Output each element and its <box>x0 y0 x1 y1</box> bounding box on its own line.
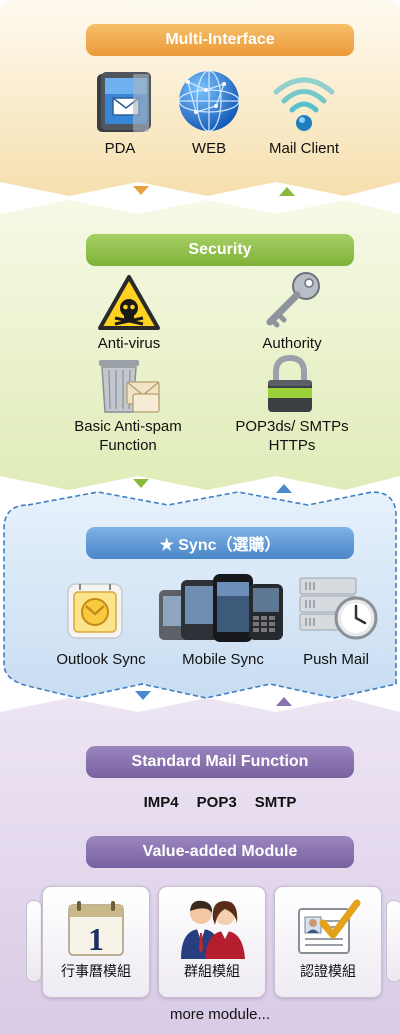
calendar-icon: 1 <box>68 901 124 957</box>
sync-title: ★ Sync（選購） <box>86 527 354 559</box>
mail-client-label: Mail Client <box>268 140 340 157</box>
secure-protocols-label: POP3ds/ SMTPs HTTPs <box>214 417 370 455</box>
scroll-edge-left <box>26 900 42 982</box>
key-icon <box>266 272 320 328</box>
certificate-module-label: 認證模組 <box>300 963 356 979</box>
anti-virus-label: Anti-virus <box>97 335 161 352</box>
pda-icon <box>97 72 151 132</box>
group-module-label: 群組模組 <box>184 963 240 979</box>
down-arrow <box>133 186 149 195</box>
module-card-group[interactable]: 群組模組 <box>158 886 266 998</box>
anti-spam-label-line1: Basic Anti-spam <box>74 418 182 435</box>
secure-protocols-line2: HTTPs <box>268 437 316 454</box>
outlook-sync-label: Outlook Sync <box>56 651 146 668</box>
more-module-text[interactable]: more module... <box>169 1006 271 1023</box>
module-card-calendar[interactable]: 1 行事曆模組 <box>42 886 150 998</box>
padlock-icon <box>268 354 312 412</box>
up-arrow <box>276 484 292 493</box>
outlook-icon <box>67 583 123 639</box>
value-added-title: Value-added Module <box>86 836 354 868</box>
svg-text:1: 1 <box>88 921 104 957</box>
down-arrow <box>133 479 149 488</box>
anti-spam-label: Basic Anti-spam Function <box>52 417 204 455</box>
protocol-smtp: SMTP <box>254 794 297 811</box>
down-arrow <box>135 691 151 700</box>
pda-label: PDA <box>104 140 136 157</box>
security-title: Security <box>86 234 354 266</box>
protocol-list: IMP4 POP3 SMTP <box>86 794 354 811</box>
module-card-certificate[interactable]: 認證模組 <box>274 886 382 998</box>
multi-interface-title: Multi-Interface <box>86 24 354 56</box>
protocol-pop3: POP3 <box>196 794 237 811</box>
server-clock-icon <box>299 577 378 640</box>
up-arrow <box>279 187 295 196</box>
group-icon <box>181 900 245 959</box>
wifi-icon <box>273 77 335 131</box>
security-panel <box>0 200 400 490</box>
phones-icon <box>159 574 283 642</box>
standard-mail-title: Standard Mail Function <box>86 746 354 778</box>
calendar-module-label: 行事曆模組 <box>61 963 131 979</box>
scroll-edge-right <box>386 900 400 982</box>
authority-label: Authority <box>262 335 322 352</box>
globe-icon <box>178 70 240 132</box>
anti-spam-label-line2: Function <box>99 437 157 454</box>
secure-protocols-line1: POP3ds/ SMTPs <box>235 418 349 435</box>
mobile-sync-label: Mobile Sync <box>182 651 264 668</box>
up-arrow <box>276 697 292 706</box>
warning-skull-icon <box>98 275 160 330</box>
certificate-icon <box>298 899 361 954</box>
web-label: WEB <box>191 140 227 157</box>
push-mail-label: Push Mail <box>303 651 369 668</box>
trash-envelope-icon <box>99 360 160 413</box>
protocol-imp4: IMP4 <box>143 794 179 811</box>
